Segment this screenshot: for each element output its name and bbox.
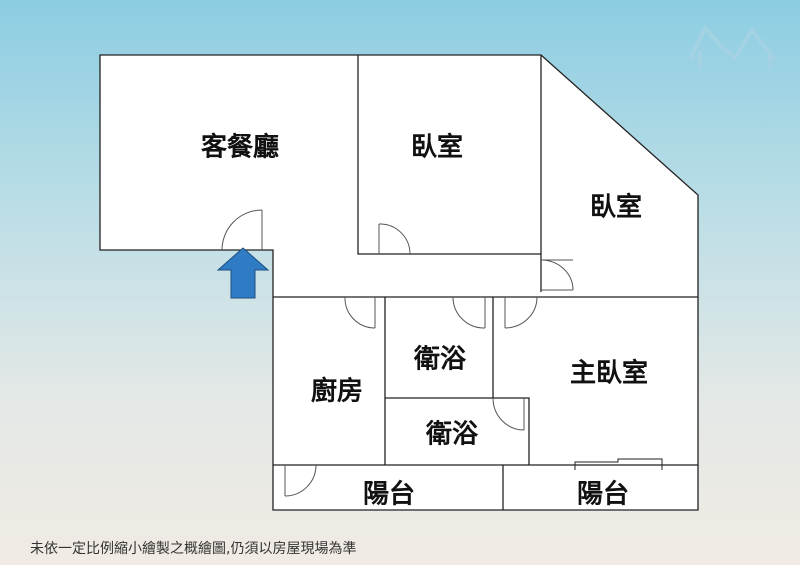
room-label-bedroom-1: 臥室 <box>410 132 464 163</box>
doors <box>221 209 574 497</box>
arrow-up-icon <box>216 247 270 299</box>
watermark-logo <box>688 24 777 70</box>
footer-disclaimer: 未依一定比例縮小繪製之概繪圖,仍須以房屋現場為準 <box>30 541 357 557</box>
room-label-bedroom-2: 臥室 <box>589 192 643 223</box>
room-label-bathroom-2: 衛浴 <box>425 419 479 450</box>
floor-area <box>100 55 698 510</box>
room-label-kitchen: 廚房 <box>310 376 364 407</box>
room-label-balcony-1: 陽台 <box>362 479 416 510</box>
room-label-master-bedroom: 主臥室 <box>569 358 649 389</box>
room-label-bathroom-1: 衛浴 <box>413 344 467 375</box>
room-label-living-dining: 客餐廳 <box>200 132 280 163</box>
room-label-balcony-2: 陽台 <box>576 479 630 510</box>
